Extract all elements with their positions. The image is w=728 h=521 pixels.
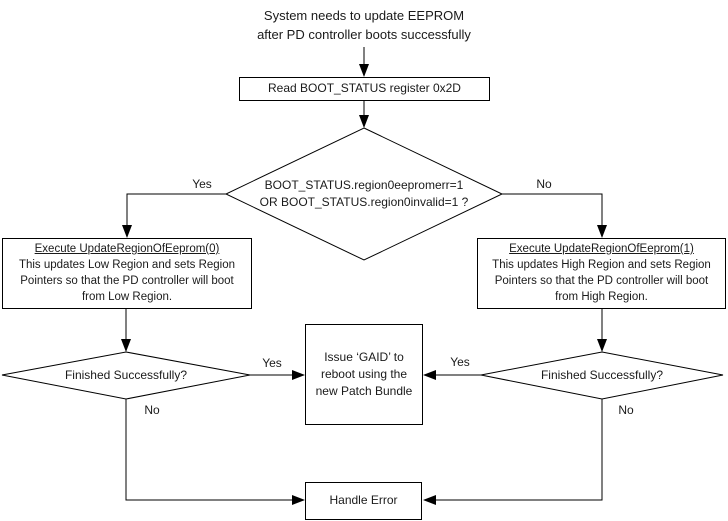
edge-decision-yes	[122, 193, 226, 238]
finished-right-diamond	[480, 351, 724, 400]
update-region1-content: Execute UpdateRegionOfEeprom(1) This upd…	[478, 238, 725, 308]
handle-error-box	[305, 482, 422, 520]
issue-gaid-box	[305, 324, 423, 425]
finished-left-label: Finished Successfully?	[64, 367, 188, 382]
edge-label-finished-left-yes: Yes	[262, 355, 282, 370]
edge-label-finished-left-no: No	[144, 402, 160, 417]
edge-label-finished-right-no: No	[618, 402, 634, 417]
finished-right-label: Finished Successfully?	[540, 367, 664, 382]
edge-label-decision-no: No	[536, 176, 552, 191]
edge-finished-left-no	[125, 399, 305, 505]
flowchart-title: System needs to update EEPROM after PD c…	[257, 8, 471, 42]
update-region0-content: Execute UpdateRegionOfEeprom(0) This upd…	[3, 238, 251, 308]
edge-finished-right-no	[423, 399, 603, 505]
issue-gaid-label: Issue ‘GAID’ to reboot using the new Pat…	[315, 349, 413, 398]
read-register-label: Read BOOT_STATUS register 0x2D	[268, 81, 461, 95]
edge-decision-no	[502, 193, 607, 238]
boot-status-decision-label: BOOT_STATUS.region0eepromerr=1 OR BOOT_S…	[259, 178, 469, 209]
edge-label-decision-yes: Yes	[192, 176, 212, 191]
edge-label-finished-right-yes: Yes	[450, 354, 470, 369]
finished-left-diamond	[1, 351, 251, 400]
update-region1-box	[477, 238, 726, 309]
update-region0-body: This updates Low Region and sets Region …	[18, 259, 236, 303]
handle-error-label: Handle Error	[329, 493, 398, 507]
connectors	[121, 47, 607, 505]
node-shapes	[1, 77, 726, 520]
update-region0-heading: Execute UpdateRegionOfEeprom(0)	[34, 243, 220, 255]
update-region1-heading: Execute UpdateRegionOfEeprom(1)	[509, 243, 694, 255]
read-register-box	[239, 77, 490, 101]
update-region1-body: This updates High Region and sets Region…	[492, 259, 711, 303]
update-region0-box	[2, 238, 252, 309]
boot-status-decision-diamond	[224, 127, 504, 261]
